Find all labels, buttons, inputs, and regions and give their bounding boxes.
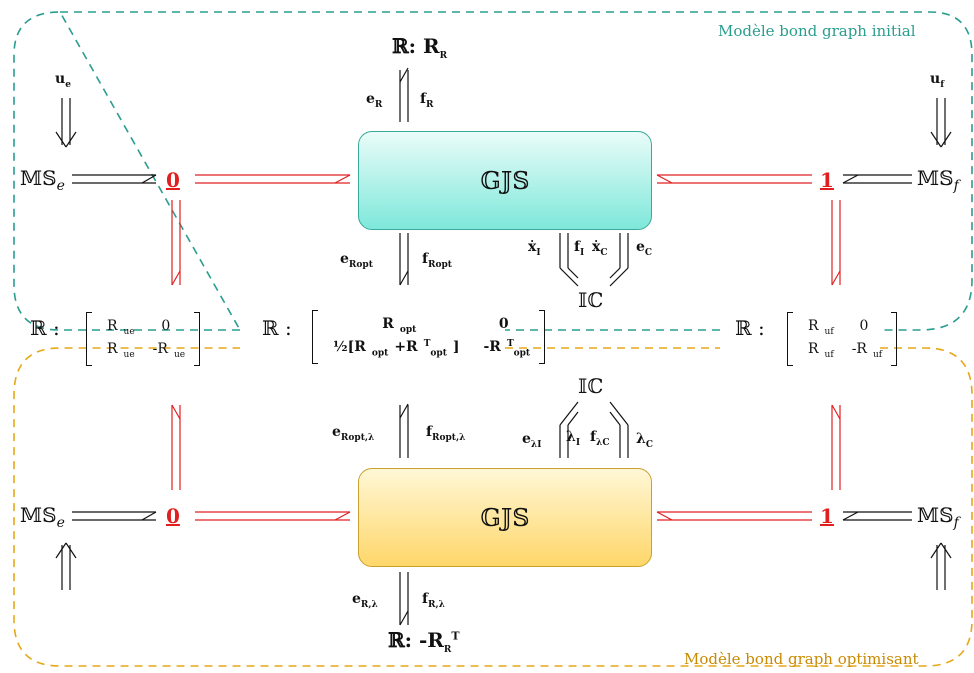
ic-element-bottom: 𝕀ℂ: [578, 374, 604, 398]
mse-source-top: 𝕄𝕊e: [20, 166, 65, 194]
bond-one-to-gjs-bottom: [656, 511, 812, 521]
rr-bottom-label: ℝ: -RRT: [388, 628, 460, 655]
one-junction-bottom: 1: [820, 504, 834, 528]
msf-source-top: 𝕄𝕊f: [917, 166, 959, 194]
rr-top-label: ℝ: RR: [392, 34, 448, 61]
r-center-label: ℝ :: [262, 316, 292, 340]
bond-ic-to-gjs-lambda-c: [609, 401, 629, 458]
label-f-ropt: fRopt: [422, 251, 452, 270]
bond-uf-input: [930, 98, 952, 148]
label-lambda-c: λC: [636, 431, 653, 450]
label-e-ropt: eRopt: [340, 251, 373, 270]
bond-gjs-to-ic-capacitance: [609, 233, 629, 287]
bond-ue-input: [55, 98, 77, 148]
gjs-box-initial: 𝔾𝕁𝕊: [358, 131, 652, 230]
bond-zero-to-rue-top: [171, 200, 181, 286]
gjs-box-optimising: 𝔾𝕁𝕊: [358, 468, 652, 567]
region-initial-outline: [13, 11, 973, 331]
label-lambda-i: λI: [566, 429, 581, 448]
label-f-r-lambda: fR,λ: [422, 591, 445, 610]
zero-junction-bottom: 0: [166, 504, 180, 528]
r-right-label: ℝ :: [735, 316, 765, 340]
bond-zero-to-gjs-bottom: [195, 511, 351, 521]
one-junction-top: 1: [820, 168, 834, 192]
msf-source-bottom: 𝕄𝕊f: [917, 503, 959, 531]
label-f-lambda-c: fλC: [590, 429, 610, 448]
label-e-c: eC: [636, 239, 653, 258]
label-u-f: uf: [930, 71, 945, 90]
bond-gjs-to-rr-bottom: [399, 572, 409, 626]
bond-gjs-to-rr: [399, 67, 409, 122]
bond-msf-output-bottom: [930, 542, 952, 590]
bond-mse-output-bottom: [55, 542, 77, 590]
label-e-r: eR: [366, 91, 383, 110]
label-u-e: ue: [55, 71, 71, 90]
ic-element-top: 𝕀ℂ: [578, 288, 604, 312]
bond-gjs-to-ic-inertia: [559, 233, 579, 287]
bond-ic-to-gjs-lambda-i: [559, 401, 579, 458]
region-optimising-outline: [13, 347, 973, 667]
r-left-label: ℝ :: [30, 316, 60, 340]
label-e-ropt-lambda: eRopt,λ: [332, 424, 375, 443]
label-xdot-i: ẋI: [528, 239, 541, 258]
label-f-ropt-lambda: fRopt,λ: [426, 424, 466, 443]
label-e-r-lambda: eR,λ: [352, 591, 378, 610]
bond-one-to-gjs-top: [656, 174, 812, 184]
bond-mse-to-zero-bottom: [72, 511, 157, 521]
bond-zero-to-rue-bottom: [171, 404, 181, 490]
bond-mse-to-zero-top: [72, 174, 157, 184]
label-e-lambda-i: eλI: [522, 431, 542, 450]
region-optimising-label: Modèle bond graph optimisant: [684, 650, 919, 668]
region-initial-label: Modèle bond graph initial: [718, 22, 916, 40]
bond-one-to-ruf-top: [831, 200, 841, 286]
bond-gjs-to-ropt-top: [399, 233, 409, 286]
label-f-r: fR: [420, 91, 434, 110]
mse-source-bottom: 𝕄𝕊e: [20, 503, 65, 531]
bond-msf-to-one-bottom: [842, 511, 912, 521]
bond-zero-to-gjs-top: [195, 174, 351, 184]
bond-msf-to-one-top: [842, 174, 912, 184]
bond-ropt-to-gjs-bottom: [399, 403, 409, 458]
zero-junction-top: 0: [166, 168, 180, 192]
label-xdot-c: ẋC: [592, 239, 608, 258]
label-f-i: fI: [574, 239, 585, 258]
bond-one-to-ruf-bottom: [831, 404, 841, 490]
